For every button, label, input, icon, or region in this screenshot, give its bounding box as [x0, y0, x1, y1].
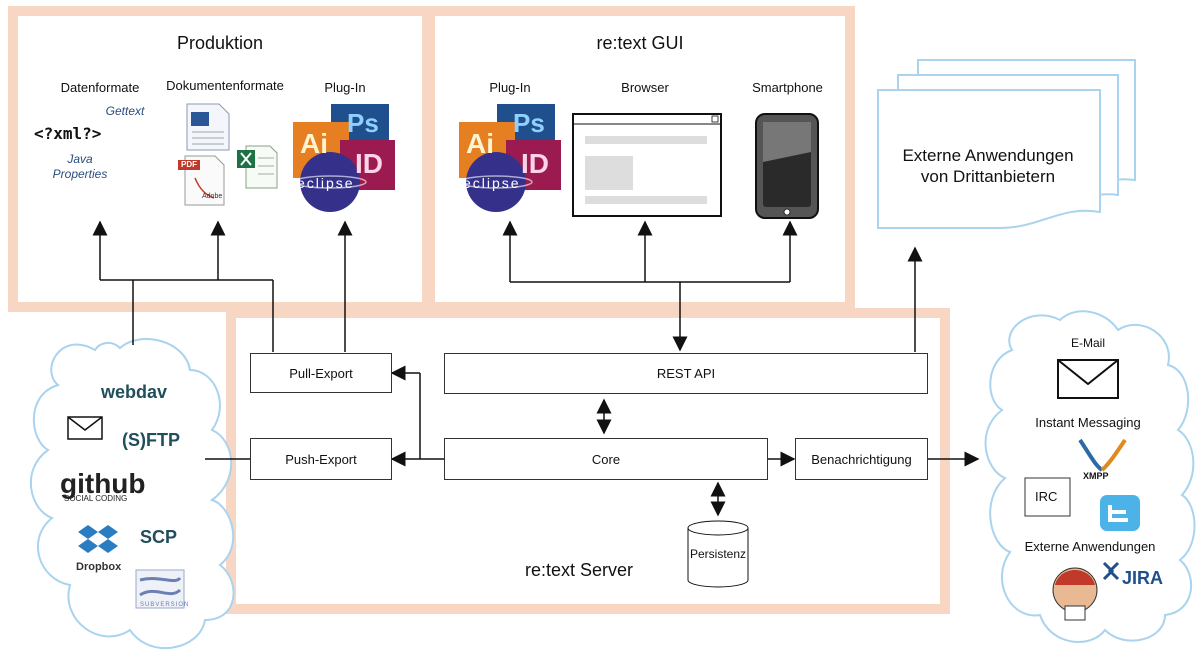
- right-cloud: [984, 310, 1196, 643]
- webdav-label: webdav: [101, 382, 168, 402]
- ext-doc-front: [877, 89, 1101, 229]
- gui-ai-icon-text: Ai: [466, 128, 494, 159]
- xml-label: <?xml?>: [34, 124, 102, 143]
- ps-icon-text: Ps: [347, 108, 379, 138]
- dropbox-icon: [78, 525, 118, 553]
- gui-id-icon-text: ID: [521, 148, 549, 179]
- twitter-icon: [1100, 495, 1140, 531]
- gui-plugin-label: Plug-In: [489, 80, 531, 95]
- envelope-icon-left: [67, 416, 103, 440]
- gui-ps-icon-text: Ps: [513, 108, 545, 138]
- dokumentenformate-label: Dokumentenformate: [166, 78, 284, 93]
- smartphone-label: Smartphone: [752, 80, 823, 95]
- java-label: Java: [67, 152, 93, 166]
- push-export-box: Push-Export: [250, 438, 392, 480]
- browser-label: Browser: [621, 80, 669, 95]
- jira-icon: [1102, 561, 1120, 581]
- adobe-eclipse-cluster-gui: [459, 104, 561, 212]
- gui-title: re:text GUI: [596, 33, 684, 53]
- subversion-icon: [135, 569, 185, 609]
- jenkins-icon: [1052, 567, 1098, 621]
- word-doc-icon: [186, 103, 230, 151]
- subversion-label: SUBVERSION: [140, 602, 190, 608]
- production-plugin-label: Plug-In: [324, 80, 366, 95]
- rest-api-box: REST API: [444, 353, 928, 394]
- scp-label: SCP: [140, 527, 178, 547]
- pdf-doc-icon: [178, 155, 225, 206]
- email-label: E-Mail: [1070, 336, 1105, 350]
- gettext-label: Gettext: [105, 104, 145, 118]
- persistenz-cylinder: [687, 520, 749, 588]
- github-sub-label: SOCIAL CODING: [64, 494, 128, 503]
- irc-box: [1024, 477, 1071, 517]
- sftp-label: (S)FTP: [122, 430, 180, 450]
- xmpp-label: XMPP: [1083, 471, 1109, 481]
- persistenz-label: Persistenz: [689, 547, 747, 561]
- pull-export-box: Pull-Export: [250, 353, 392, 393]
- github-label: github: [60, 468, 146, 499]
- irc-label: IRC: [1035, 489, 1058, 504]
- smartphone-icon: [755, 113, 819, 219]
- id-icon-text: ID: [355, 148, 383, 179]
- adobe-eclipse-cluster-production: [293, 104, 395, 212]
- pdf-label: PDF: [181, 160, 197, 169]
- ai-icon-text: Ai: [300, 128, 328, 159]
- external-apps-text: Externe Anwendungen von Drittanbietern: [902, 146, 1074, 186]
- properties-label: Properties: [52, 167, 108, 181]
- datenformate-label: Datenformate: [60, 80, 140, 95]
- dropbox-label: Dropbox: [76, 561, 122, 573]
- server-title: re:text Server: [525, 560, 634, 580]
- gui-eclipse-icon-text: eclipse: [463, 175, 521, 191]
- xmpp-icon: [1078, 438, 1127, 472]
- benachrichtigung-box: Benachrichtigung: [795, 438, 928, 480]
- excel-doc-icon: [237, 145, 278, 189]
- eclipse-icon-text: eclipse: [297, 175, 355, 191]
- adobe-label: Adobe: [202, 193, 223, 200]
- envelope-icon-right: [1057, 359, 1119, 399]
- ext-apps-label: Externe Anwendungen: [1024, 539, 1156, 554]
- production-title: Produktion: [176, 33, 264, 53]
- browser-window-icon: [572, 113, 722, 217]
- jira-label: JIRA: [1122, 568, 1164, 588]
- core-box: Core: [444, 438, 768, 480]
- im-label: Instant Messaging: [1035, 415, 1141, 430]
